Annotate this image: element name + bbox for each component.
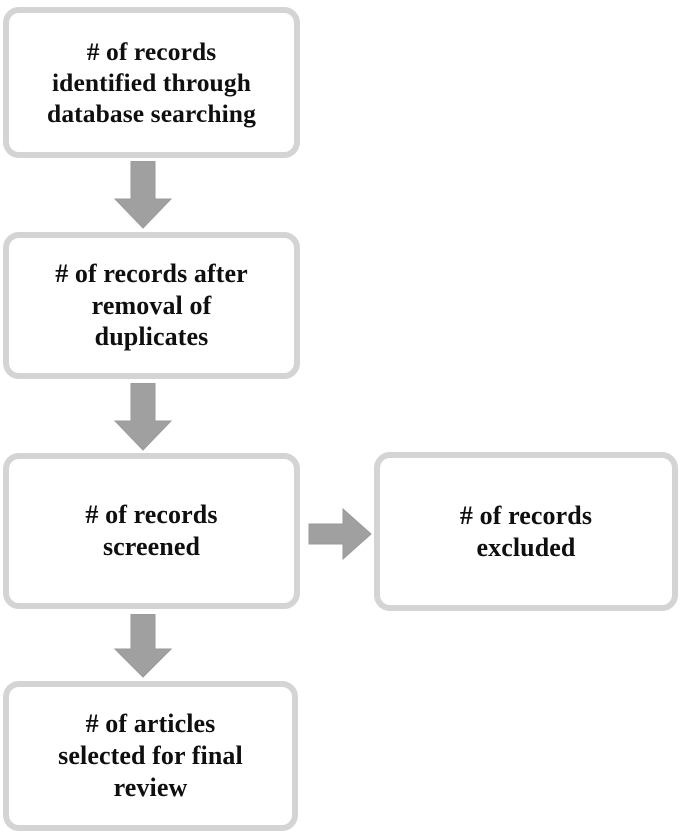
node-records-after-duplicates-removal-label: # of records after removal of duplicates — [55, 258, 248, 352]
node-records-identified-label: # of records identified through database… — [47, 36, 256, 129]
node-records-excluded-label: # of records excluded — [459, 500, 593, 562]
node-records-screened-label: # of records screened — [85, 500, 218, 561]
node-records-after-duplicates-removal[interactable]: # of records after removal of duplicates — [3, 232, 300, 379]
arrow-down-icon-duplicates-to-screened — [114, 383, 172, 451]
arrow-down-icon-identified-to-duplicates — [114, 161, 172, 229]
node-records-excluded[interactable]: # of records excluded — [374, 452, 678, 611]
arrow-down-icon-screened-to-final — [114, 614, 172, 678]
node-articles-selected-final-review-label: # of articles selected for final review — [58, 709, 243, 802]
arrow-right-icon-screened-to-excluded — [308, 508, 372, 560]
node-records-identified[interactable]: # of records identified through database… — [3, 7, 300, 158]
node-articles-selected-final-review[interactable]: # of articles selected for final review — [3, 681, 298, 831]
node-records-screened[interactable]: # of records screened — [3, 453, 300, 609]
